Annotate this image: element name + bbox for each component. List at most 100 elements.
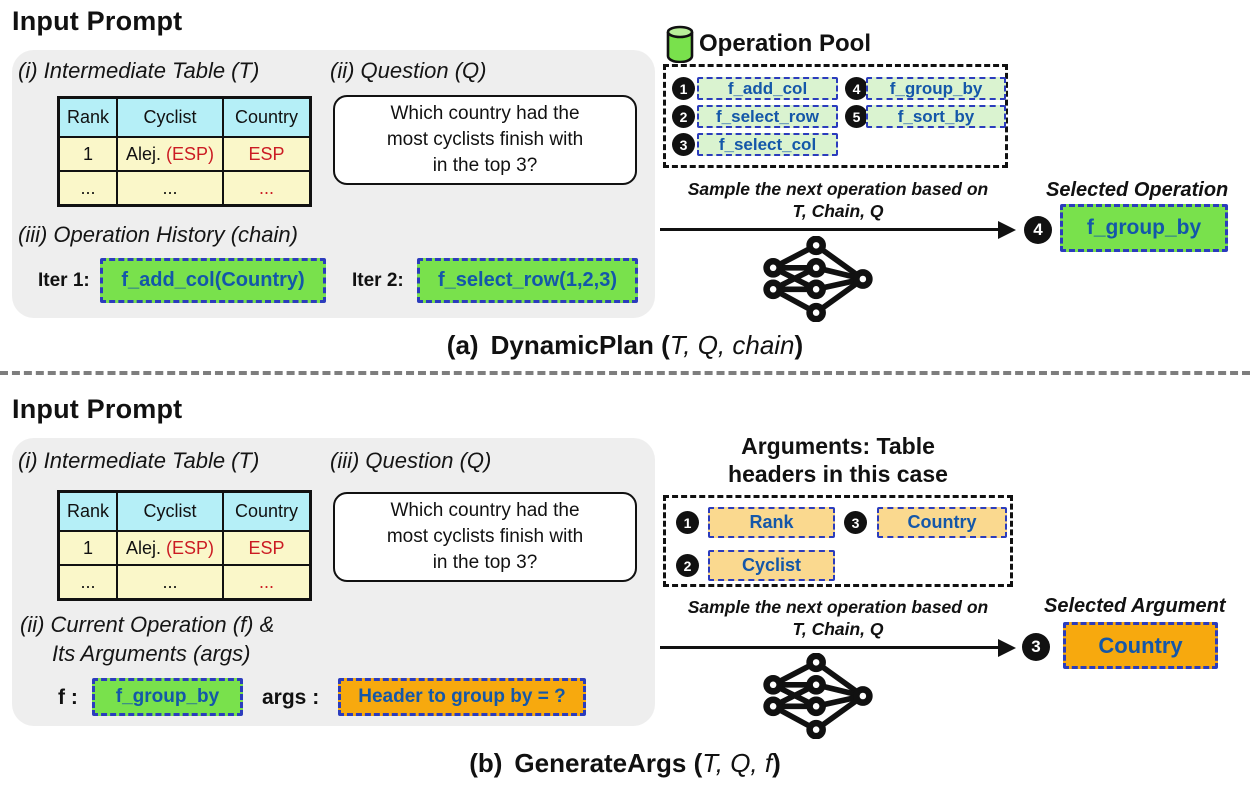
operation-4-badge: 4 bbox=[845, 77, 868, 100]
f-label: f : bbox=[58, 686, 78, 709]
operation-history-label: (iii) Operation History (chain) bbox=[18, 222, 298, 247]
question-line: most cyclists finish with bbox=[386, 129, 584, 150]
arguments-pool-title-line2: headers in this case bbox=[728, 461, 948, 487]
table-cell-country: ESP bbox=[222, 136, 312, 172]
cyclist-name: Alej. bbox=[125, 143, 166, 164]
table-header-rank: Rank bbox=[57, 490, 118, 532]
arguments-pool-title-line1: Arguments: Table bbox=[741, 433, 935, 459]
operation-3-badge: 3 bbox=[672, 133, 695, 156]
database-cylinder-icon bbox=[665, 25, 695, 68]
table-cell-rank: 1 bbox=[57, 530, 118, 566]
cyclist-country-tag: (ESP) bbox=[166, 537, 215, 558]
selected-argument-title: Selected Argument bbox=[1044, 595, 1226, 617]
arrow-right-icon bbox=[660, 646, 1000, 649]
sample-caption-a: Sample the next operation based on T, Ch… bbox=[663, 178, 1013, 222]
sample-caption-line1: Sample the next operation based on bbox=[687, 179, 989, 199]
caption-a: (a)DynamicPlan (T, Q, chain) bbox=[0, 330, 1250, 361]
sample-caption-line2: T, Chain, Q bbox=[792, 619, 884, 639]
iter1-label: Iter 1: bbox=[38, 270, 90, 291]
input-prompt-title-a: Input Prompt bbox=[12, 6, 183, 36]
table-row: 1 Alej. (ESP) ESP bbox=[57, 136, 312, 172]
table-header-country: Country bbox=[222, 490, 312, 532]
table-header-cyclist: Cyclist bbox=[116, 96, 224, 138]
caption-b-args: T, Q, f bbox=[702, 748, 773, 778]
arrow-head-icon bbox=[998, 639, 1016, 657]
question-line: most cyclists finish with bbox=[386, 526, 584, 547]
selected-operation-title: Selected Operation bbox=[1046, 179, 1229, 201]
table-cell-rank: 1 bbox=[57, 136, 118, 172]
table-header-rank: Rank bbox=[57, 96, 118, 138]
table-cell-rank: ... bbox=[57, 564, 118, 601]
argument-country: Country bbox=[877, 507, 1007, 538]
input-prompt-title-b: Input Prompt bbox=[12, 394, 183, 424]
table-header-row: Rank Cyclist Country bbox=[57, 490, 312, 532]
args-label: args : bbox=[262, 686, 320, 709]
arguments-pool-title: Arguments: Table headers in this case bbox=[663, 432, 1013, 488]
table-row: ... ... ... bbox=[57, 170, 312, 207]
neural-network-icon bbox=[758, 652, 878, 744]
table-header-cyclist: Cyclist bbox=[116, 490, 224, 532]
question-line: Which country had the bbox=[390, 500, 580, 521]
argument-rank: Rank bbox=[708, 507, 835, 538]
cyclist-name: Alej. bbox=[125, 537, 166, 558]
section-divider bbox=[0, 371, 1250, 375]
question-label-b: (iii) Question (Q) bbox=[330, 448, 492, 473]
iter1-operation-box: f_add_col(Country) bbox=[100, 258, 326, 303]
table-cell-rank: ... bbox=[57, 170, 118, 207]
operation-pool-box bbox=[663, 64, 1008, 168]
operation-f-group-by: f_group_by bbox=[866, 77, 1006, 100]
cyclist-country-tag: (ESP) bbox=[166, 143, 215, 164]
operation-2-badge: 2 bbox=[672, 105, 695, 128]
selected-argument-box: Country bbox=[1063, 622, 1218, 669]
sample-caption-line2: T, Chain, Q bbox=[792, 201, 884, 221]
operation-1-badge: 1 bbox=[672, 77, 695, 100]
operation-f-select-row: f_select_row bbox=[697, 105, 838, 128]
operation-f-add-col: f_add_col bbox=[697, 77, 838, 100]
caption-b-prefix: (b) bbox=[469, 748, 503, 778]
table-header-row: Rank Cyclist Country bbox=[57, 96, 312, 138]
table-row: 1 Alej. (ESP) ESP bbox=[57, 530, 312, 566]
iter2-operation-box: f_select_row(1,2,3) bbox=[417, 258, 638, 303]
arrow-right-icon bbox=[660, 228, 1000, 231]
operation-f-select-col: f_select_col bbox=[697, 133, 838, 156]
question-box-a: Which country had the most cyclists fini… bbox=[333, 95, 637, 185]
caption-b-suffix: ) bbox=[772, 748, 781, 778]
argument-1-badge: 1 bbox=[676, 511, 699, 534]
table-cell-country: ESP bbox=[222, 530, 312, 566]
table-cell-cyclist: Alej. (ESP) bbox=[116, 530, 224, 566]
question-label-a: (ii) Question (Q) bbox=[330, 58, 487, 83]
caption-a-name: DynamicPlan ( bbox=[490, 330, 670, 360]
caption-b-name: GenerateArgs ( bbox=[514, 748, 703, 778]
question-line: in the top 3? bbox=[432, 155, 538, 176]
question-box-b: Which country had the most cyclists fini… bbox=[333, 492, 637, 582]
current-operation-box: f_group_by bbox=[92, 678, 243, 716]
arrow-head-icon bbox=[998, 221, 1016, 239]
argument-cyclist: Cyclist bbox=[708, 550, 835, 581]
argument-2-badge: 2 bbox=[676, 554, 699, 577]
table-cell-country: ... bbox=[222, 564, 312, 601]
arguments-pool-box bbox=[663, 495, 1013, 587]
sample-caption-line1: Sample the next operation based on bbox=[687, 597, 989, 617]
selected-argument-badge: 3 bbox=[1022, 633, 1050, 661]
selected-operation-badge: 4 bbox=[1024, 216, 1052, 244]
intermediate-table-label-b: (i) Intermediate Table (T) bbox=[18, 448, 260, 473]
caption-a-prefix: (a) bbox=[446, 330, 479, 360]
caption-a-suffix: ) bbox=[794, 330, 804, 360]
current-operation-label-line2: Its Arguments (args) bbox=[52, 641, 251, 666]
intermediate-table-label-a: (i) Intermediate Table (T) bbox=[18, 58, 260, 83]
question-line: in the top 3? bbox=[432, 552, 538, 573]
current-operation-label-line1: (ii) Current Operation (f) & bbox=[20, 612, 275, 637]
table-cell-country: ... bbox=[222, 170, 312, 207]
neural-network-icon bbox=[758, 235, 878, 327]
argument-3-badge: 3 bbox=[844, 511, 867, 534]
iter2-label: Iter 2: bbox=[352, 270, 404, 291]
intermediate-table-a: Rank Cyclist Country 1 Alej. (ESP) ESP .… bbox=[57, 96, 312, 207]
sample-caption-b: Sample the next operation based on T, Ch… bbox=[663, 596, 1013, 640]
table-row: ... ... ... bbox=[57, 564, 312, 601]
selected-operation-box: f_group_by bbox=[1060, 204, 1228, 252]
args-placeholder-box: Header to group by = ? bbox=[338, 678, 586, 716]
table-cell-cyclist: ... bbox=[116, 564, 224, 601]
table-cell-cyclist: Alej. (ESP) bbox=[116, 136, 224, 172]
caption-b: (b) GenerateArgs (T, Q, f) bbox=[0, 748, 1250, 779]
